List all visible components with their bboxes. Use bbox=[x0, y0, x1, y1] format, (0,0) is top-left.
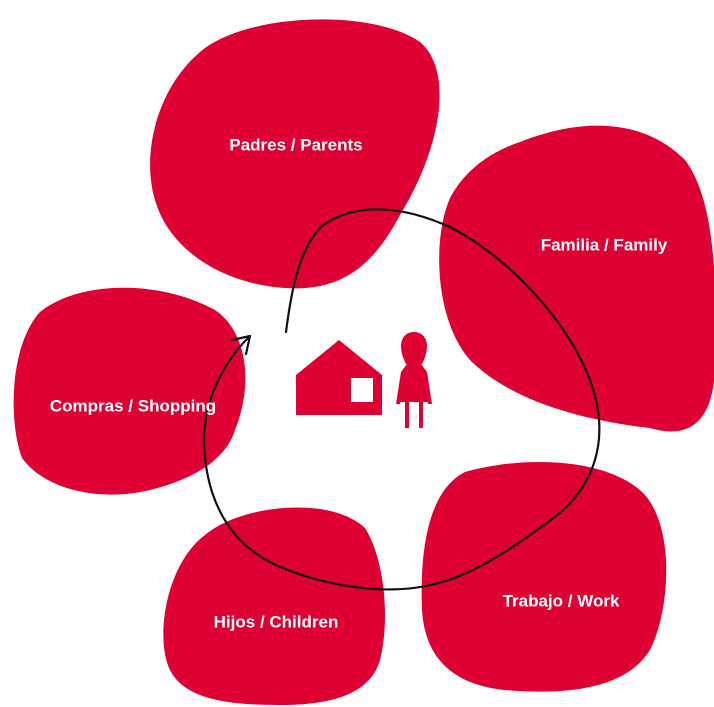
node-label-family: Familia / Family bbox=[541, 235, 668, 254]
blob-children bbox=[163, 507, 385, 705]
blob-work bbox=[421, 462, 667, 692]
node-label-parents: Padres / Parents bbox=[229, 135, 362, 154]
blob-shopping bbox=[13, 287, 246, 495]
node-label-work: Trabajo / Work bbox=[503, 591, 620, 610]
node-label-children: Hijos / Children bbox=[214, 612, 339, 631]
node-label-shopping: Compras / Shopping bbox=[50, 396, 216, 415]
woman-icon bbox=[396, 332, 432, 428]
cycle-loop-arrow bbox=[202, 208, 601, 591]
blob-family bbox=[439, 125, 714, 432]
blob-parents bbox=[150, 19, 440, 289]
arrow-head-icon bbox=[230, 334, 252, 356]
house-icon bbox=[296, 340, 382, 415]
